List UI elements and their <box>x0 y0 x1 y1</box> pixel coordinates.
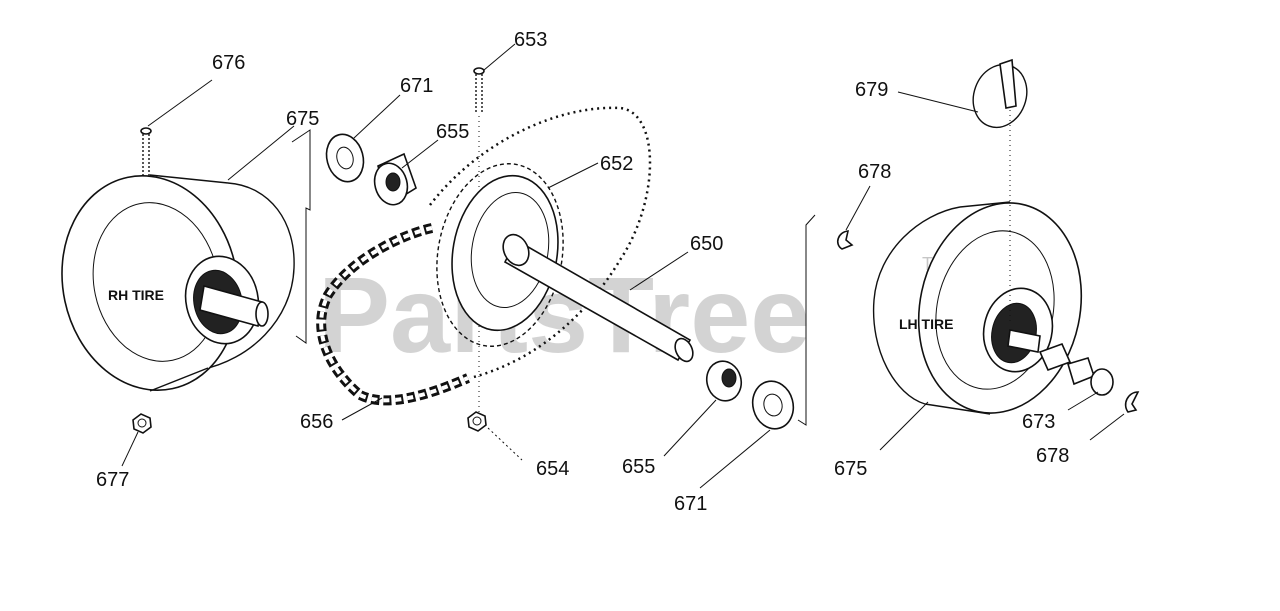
callout-656: 656 <box>300 411 333 433</box>
callout-655-lower: 655 <box>622 456 655 478</box>
chain-656[interactable] <box>316 223 470 406</box>
rh-tire-label: RH TIRE <box>108 287 164 303</box>
callout-678-lower: 678 <box>1036 445 1069 467</box>
callout-labels: 676 675 671 655 653 652 650 656 654 655 … <box>96 29 1069 515</box>
lh-bracket-line <box>797 214 816 426</box>
nut-654[interactable] <box>467 411 487 432</box>
callout-675-lh: 675 <box>834 458 867 480</box>
callout-655-upper: 655 <box>436 121 469 143</box>
callout-652: 652 <box>600 153 633 175</box>
callout-677: 677 <box>96 469 129 491</box>
lh-tire-label: LH TIRE <box>899 316 953 332</box>
chain-loop-dotted <box>429 106 652 380</box>
callout-671-lower: 671 <box>674 493 707 515</box>
callout-650: 650 <box>690 233 723 255</box>
callout-673: 673 <box>1022 411 1055 433</box>
callout-654: 654 <box>536 458 569 480</box>
clip-678-upper[interactable] <box>836 230 854 250</box>
axle-650[interactable] <box>498 230 696 364</box>
bolt-653[interactable] <box>473 67 485 412</box>
bushing-655-lower[interactable] <box>702 357 745 404</box>
nut-677[interactable] <box>132 413 152 434</box>
callout-679: 679 <box>855 79 888 101</box>
washer-671-lower[interactable] <box>747 377 798 434</box>
callout-675-rh: 675 <box>286 108 319 130</box>
callout-678-upper: 678 <box>858 161 891 183</box>
lh-tire[interactable]: LH TIRE <box>872 188 1101 429</box>
bushing-655-upper[interactable] <box>370 152 417 208</box>
callout-671-upper: 671 <box>400 75 433 97</box>
rh-tire[interactable]: RH TIRE <box>42 159 295 406</box>
bolt-676[interactable] <box>140 127 152 178</box>
spacer-673[interactable] <box>1038 342 1114 396</box>
rh-bracket-line <box>291 129 311 344</box>
callout-653: 653 <box>514 29 547 51</box>
leader-lines <box>121 43 1125 489</box>
washer-671-upper[interactable] <box>321 130 368 186</box>
hitch-pin-679[interactable] <box>965 57 1036 325</box>
callout-676: 676 <box>212 52 245 74</box>
clip-678-lower[interactable] <box>1124 391 1140 413</box>
